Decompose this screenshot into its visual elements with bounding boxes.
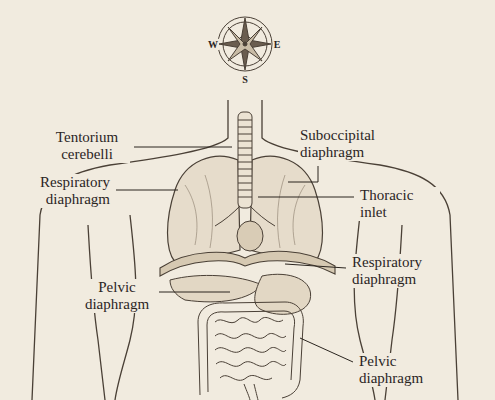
liver	[170, 275, 262, 301]
anatomy-label: Thoracic inlet	[358, 187, 440, 221]
compass-star	[228, 27, 262, 61]
lung	[250, 156, 323, 262]
body-outline	[32, 100, 458, 400]
compass-rose	[218, 17, 272, 71]
anatomy-label: Tentorium cerebelli	[44, 129, 130, 163]
small-intestine	[220, 375, 272, 380]
small-intestine	[215, 333, 286, 338]
large-intestine	[207, 311, 295, 392]
diaphragm-dome	[160, 251, 335, 276]
small-intestine	[215, 317, 283, 322]
anatomy-label: Respiratory diaphragm	[350, 254, 450, 288]
compass-center	[243, 42, 247, 46]
leader-line	[258, 197, 354, 198]
leader-line	[285, 264, 346, 268]
anatomy-label: Suboccipital diaphragm	[298, 127, 398, 161]
heart	[237, 221, 263, 251]
trachea-rings	[238, 120, 252, 197]
small-intestine	[215, 347, 286, 352]
lung	[168, 156, 241, 262]
compass-letter: E	[273, 39, 282, 50]
rectum	[244, 384, 258, 400]
leader-line	[288, 166, 318, 182]
anatomy-label: Respiratory diaphragm	[16, 174, 112, 208]
trachea	[215, 112, 275, 226]
anatomy-label: Pelvic diaphragm	[79, 279, 155, 313]
compass-star	[219, 18, 271, 70]
leader-line	[116, 190, 178, 191]
leader-line	[300, 338, 353, 362]
compass-letter: S	[241, 74, 249, 85]
anatomy-label: Pelvic diaphragm	[357, 353, 441, 387]
compass-ring	[218, 17, 272, 71]
large-intestine	[198, 302, 303, 398]
stomach	[255, 274, 311, 314]
small-intestine	[216, 361, 286, 366]
leader-lines	[116, 147, 354, 362]
compass-letter: W	[207, 39, 219, 50]
leader-line	[159, 292, 230, 293]
trachea	[238, 112, 252, 208]
leader-line	[134, 147, 232, 148]
intestines	[198, 302, 303, 400]
